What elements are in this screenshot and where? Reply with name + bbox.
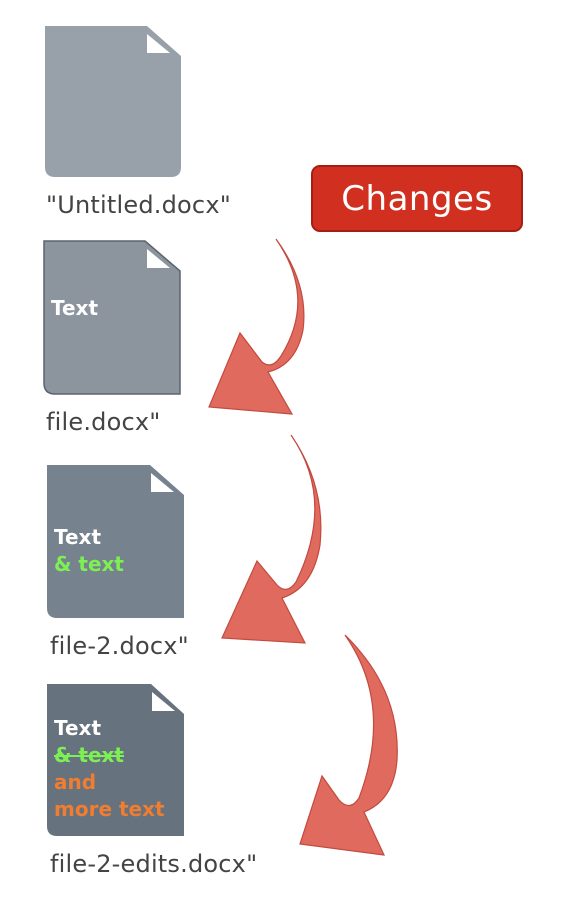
curved-arrow-1	[208, 238, 305, 415]
document-icon-file	[43, 240, 181, 395]
changes-badge: Changes	[311, 165, 523, 232]
doc-edits-line-3: and	[54, 770, 97, 794]
document-label-file-2: file-2.docx"	[50, 632, 189, 660]
curved-arrow-2	[221, 434, 322, 644]
doc-edits-line-2-struck: & text	[54, 743, 124, 767]
document-icon-file-2-edits	[47, 684, 184, 836]
curved-arrow-3	[299, 634, 398, 856]
doc-file-2-line-1: Text	[54, 525, 102, 549]
document-icon-untitled	[45, 26, 181, 177]
doc-edits-line-1: Text	[54, 716, 102, 740]
doc-file-line-1: Text	[51, 296, 99, 320]
doc-edits-line-4: more text	[54, 797, 165, 821]
document-icon-file-2	[47, 465, 184, 618]
document-label-untitled: "Untitled.docx"	[46, 191, 231, 219]
document-label-file: file.docx"	[46, 408, 161, 436]
document-label-file-2-edits: file-2-edits.docx"	[50, 850, 258, 878]
doc-file-2-line-2: & text	[54, 552, 124, 576]
changes-badge-label: Changes	[341, 178, 493, 219]
